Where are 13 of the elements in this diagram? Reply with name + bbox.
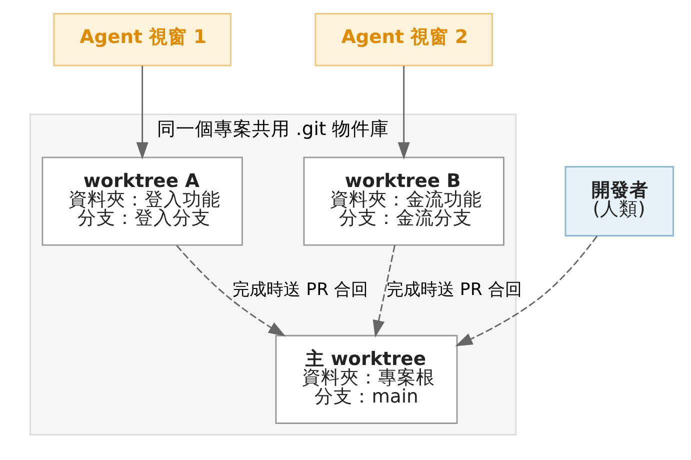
arrow <box>136 66 148 160</box>
node-box: 開發者 (人類) <box>564 166 674 236</box>
arrow <box>372 244 395 338</box>
edge-label: 完成時送 PR 合回 <box>232 280 368 300</box>
node-box: worktree B 資料夾：金流功能 分支：金流分支 <box>302 156 504 246</box>
node-box: Agent 視窗 1 <box>52 13 231 66</box>
node-box: 主 worktree 資料夾：專案根 分支：main <box>274 334 458 424</box>
node-box: Agent 視窗 2 <box>314 13 492 66</box>
node-box: worktree A 資料夾：登入功能 分支：登入分支 <box>41 156 242 246</box>
arrow <box>176 245 286 337</box>
edge-label: 完成時送 PR 合回 <box>386 280 522 300</box>
arrow <box>397 66 410 160</box>
arrow <box>454 236 598 346</box>
